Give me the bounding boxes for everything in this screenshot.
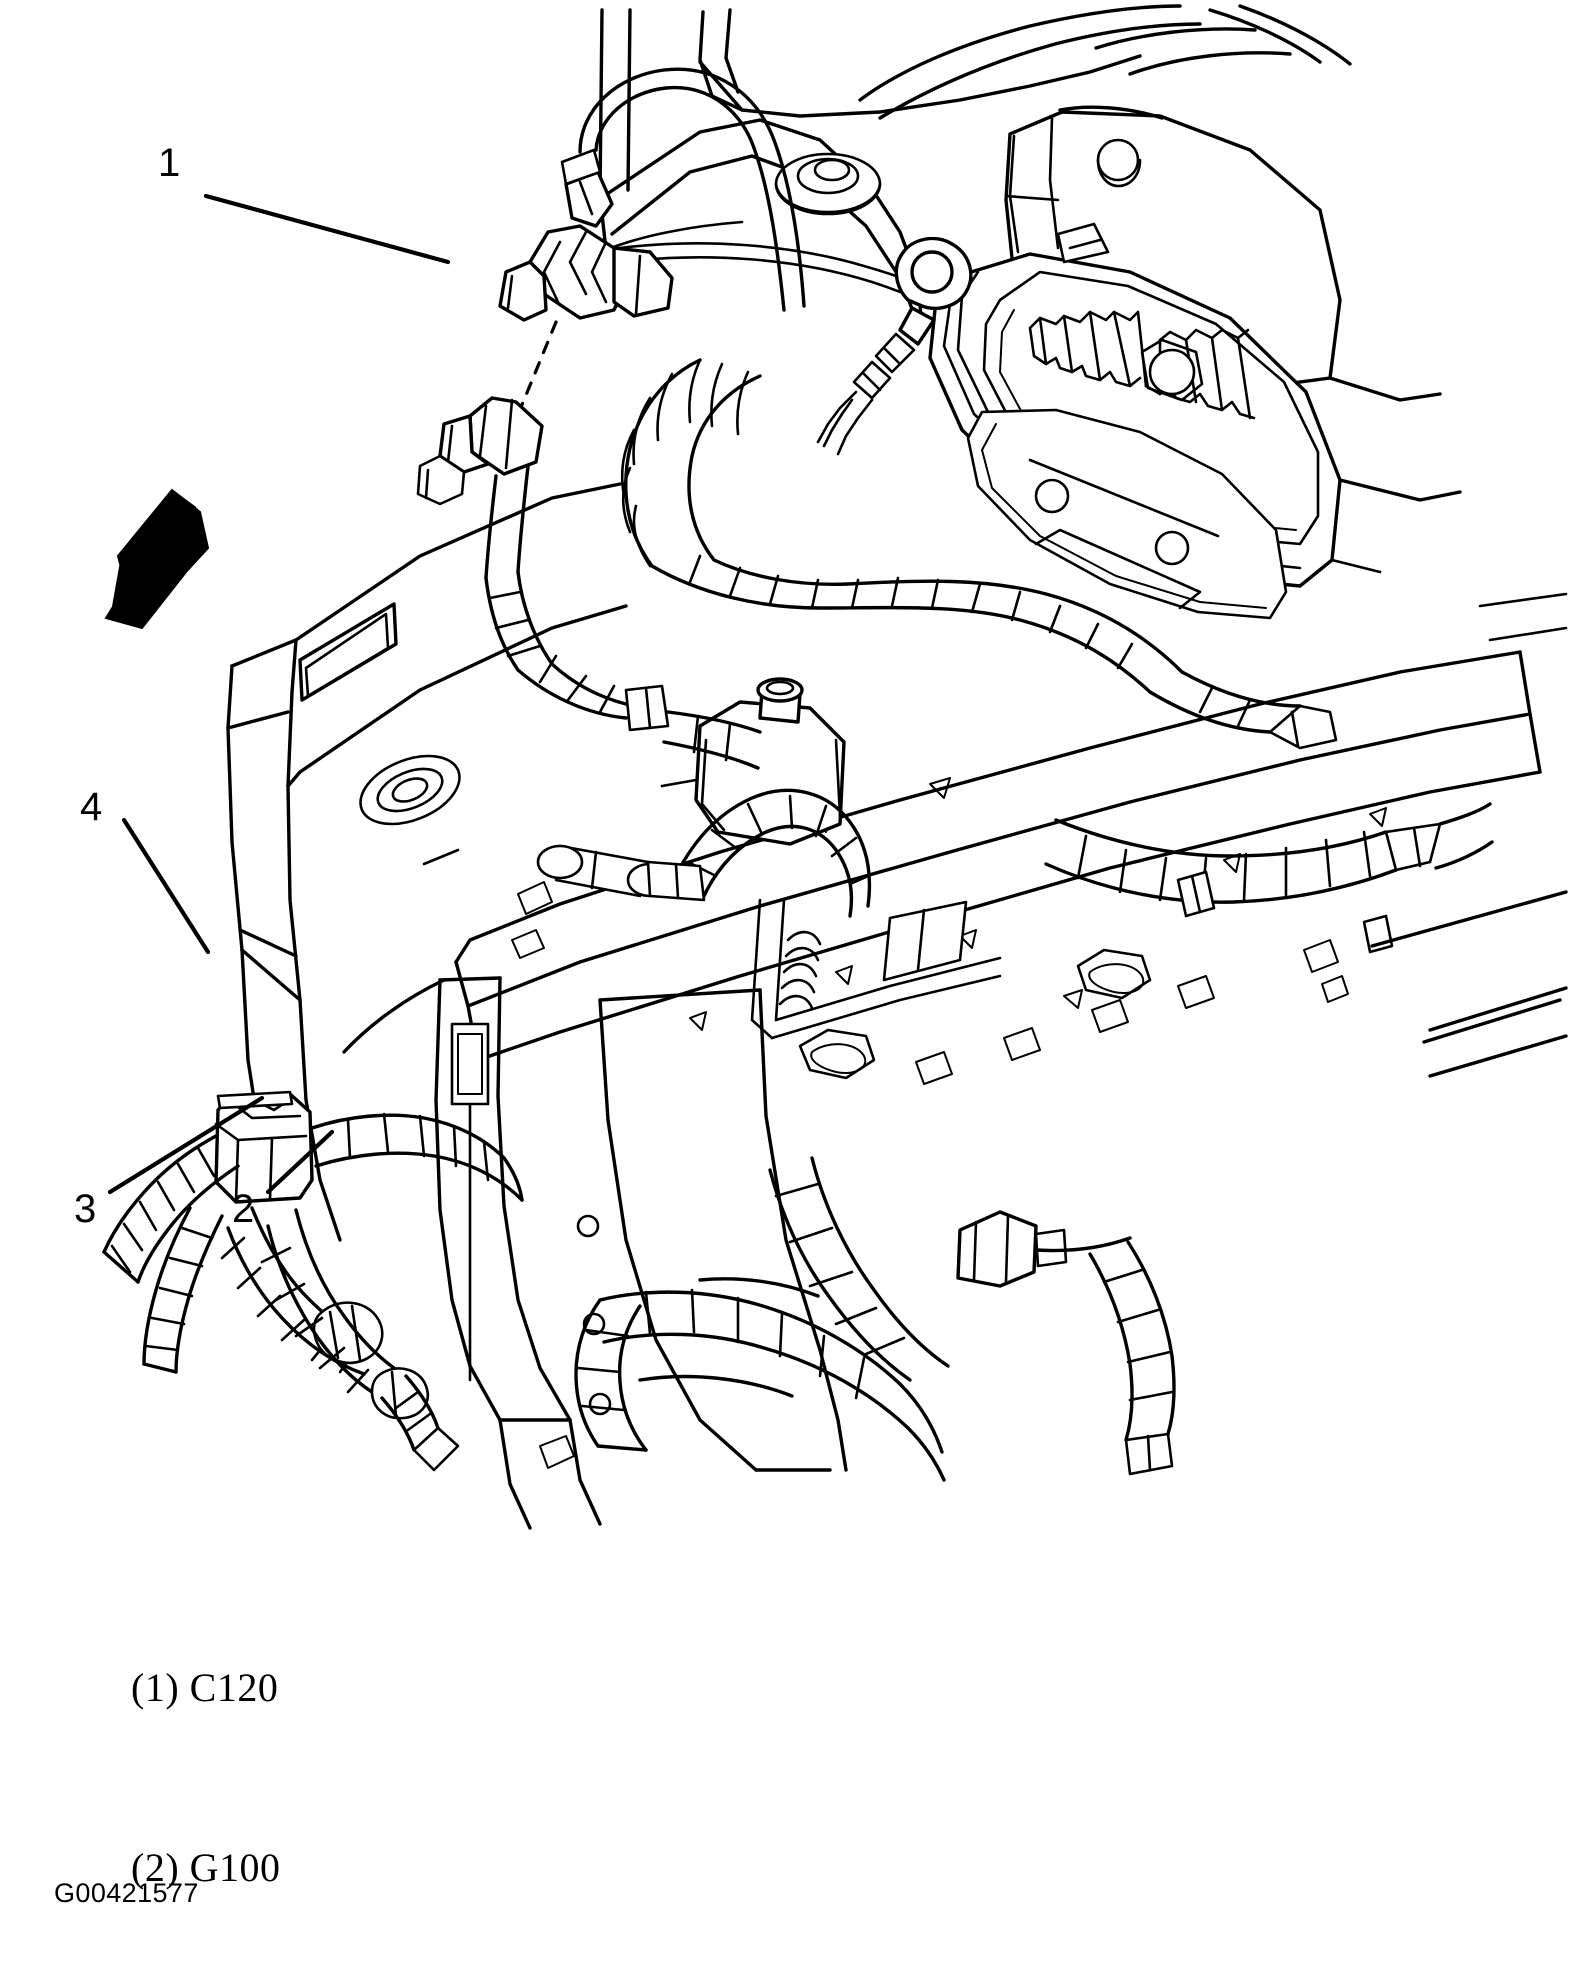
harness-lower-tails xyxy=(380,1374,460,1472)
harness-branch-left xyxy=(102,1134,240,1284)
callout-numbers: 1 4 3 2 xyxy=(74,141,254,1231)
leader-2 xyxy=(265,1129,335,1195)
harness-center-lower xyxy=(598,1288,946,1482)
center-panel-shroud xyxy=(598,988,848,1472)
fuse-junction-block xyxy=(928,105,1342,620)
callout-number-4: 4 xyxy=(80,785,102,829)
harness-branch-right-up xyxy=(310,1112,524,1202)
leader-1 xyxy=(203,193,451,265)
rail-hex-bosses xyxy=(798,948,1152,1080)
connector-mating-dashed-line xyxy=(498,320,558,458)
legend-index-1: (1) xyxy=(131,1665,180,1710)
conduit-lower-middle xyxy=(574,1298,648,1452)
vehicle-forward-direction-arrow xyxy=(104,488,210,630)
body-grommet xyxy=(774,152,882,216)
coolant-reservoir xyxy=(660,677,846,846)
ring-terminal xyxy=(816,236,973,456)
harness-lower-right xyxy=(1088,1240,1176,1476)
leader-3 xyxy=(107,1095,265,1195)
legend-code-1: C120 xyxy=(189,1665,279,1710)
inline-connector xyxy=(956,1210,1068,1288)
rail-square-slots xyxy=(915,939,1349,1085)
corrugated-conduit-main-loop xyxy=(620,358,762,568)
fuse-cavity-group xyxy=(1028,310,1256,420)
harness-clip xyxy=(624,684,670,732)
connector-c120 xyxy=(498,67,806,322)
conduit-center-vertical xyxy=(768,1156,1132,1382)
legend-code-2: G100 xyxy=(189,1845,281,1890)
callout-leaders xyxy=(107,193,451,1195)
coolant-hose xyxy=(670,788,872,918)
legend-item-1: (1) C120 xyxy=(68,1598,281,1778)
callout-number-3: 3 xyxy=(74,1187,96,1231)
connector-c120-lower-half xyxy=(416,396,544,580)
headlamp-support-bracket xyxy=(434,976,612,1530)
legend-item-3: (3) S124 xyxy=(68,1958,281,1972)
callout-number-2: 2 xyxy=(232,1187,254,1231)
hose-clamp-bracket xyxy=(536,844,1002,1040)
figure-id: G00421577 xyxy=(54,1878,199,1908)
legend-item-2: (2) G100 xyxy=(68,1778,281,1958)
harness-branch-to-splice xyxy=(220,1206,384,1376)
spring-coil xyxy=(778,930,822,1010)
legend: (1) C120 (2) G100 (3) S124 (4) C142 xyxy=(68,1598,281,1972)
harness-branch-ground xyxy=(260,1208,429,1420)
legend-index-2: (2) xyxy=(131,1845,180,1890)
harness-branch-down-left xyxy=(142,1206,224,1374)
junction-block-right-extension xyxy=(1328,376,1462,574)
harness-from-c120 xyxy=(484,570,762,770)
callout-number-1: 1 xyxy=(158,141,180,185)
leader-4 xyxy=(121,817,211,955)
connector-c142 xyxy=(214,1090,314,1204)
corrugated-conduit-lower-right-run xyxy=(1044,802,1494,904)
corrugated-conduit-right-run xyxy=(650,554,1338,750)
right-body-edge-lines xyxy=(1370,592,1568,1032)
